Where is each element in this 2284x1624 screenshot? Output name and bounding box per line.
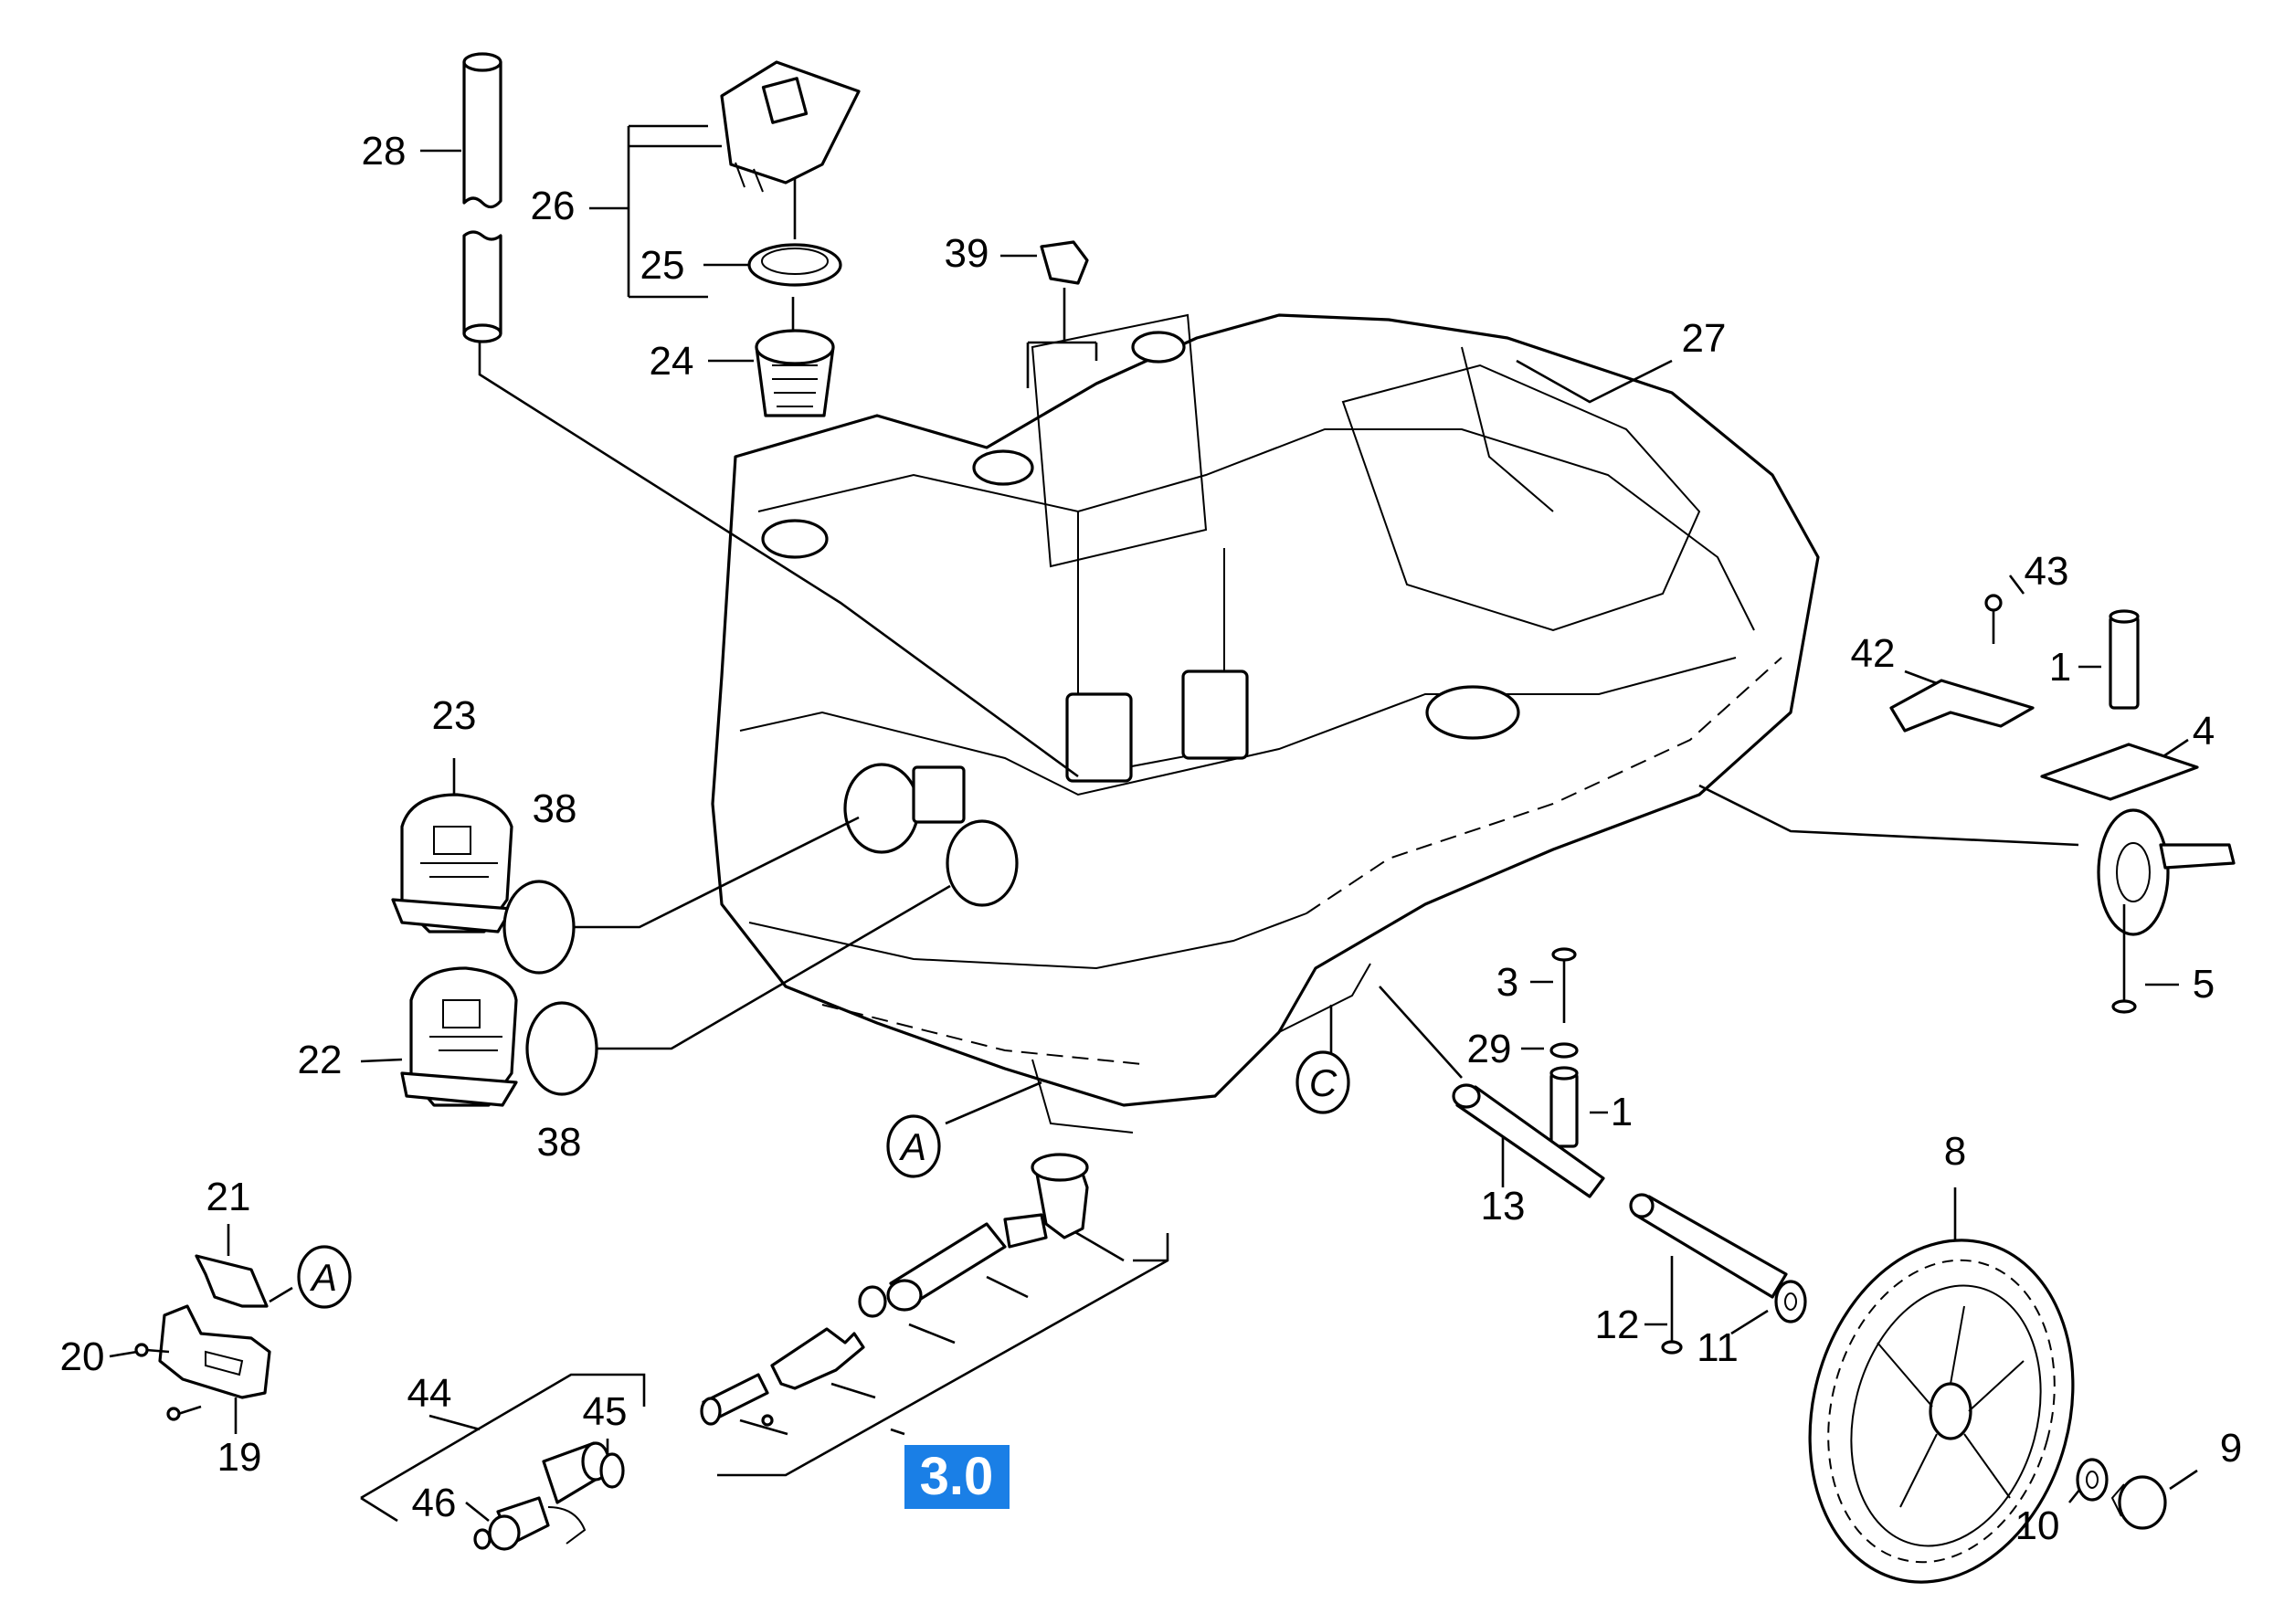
callout-45: 45 [583,1389,628,1434]
callout-5: 5 [2193,962,2215,1007]
callout-1-middle: 1 [1611,1090,1633,1134]
caster-part-4 [2040,743,2236,936]
callout-25: 25 [640,243,685,288]
screw-part-12 [1661,1256,1683,1355]
cap-part-26 [720,60,861,193]
washer-part-29 [1549,1042,1579,1059]
svg-text:A: A [898,1125,926,1168]
sleeve-part-1-middle [1549,1066,1579,1148]
callout-43: 43 [2025,549,2069,594]
callout-11: 11 [1697,1325,1739,1370]
leader-lines [109,124,2198,1523]
ref-circle-A2: A [297,1245,352,1309]
screw-part-43 [1984,594,2003,644]
bracket-part-42 [1889,679,2035,733]
svg-text:C: C [1309,1061,1338,1104]
coupling-part-44 [488,1441,610,1551]
o-ring-part-38-upper [502,880,576,975]
axle-part-13 [1452,1083,1605,1198]
o-ring-part-38-lower [525,1001,598,1096]
svg-text:3.0: 3.0 [920,1447,994,1506]
callout-9: 9 [2220,1426,2242,1471]
callout-44: 44 [407,1371,452,1416]
callout-21: 21 [206,1175,251,1219]
group-badge-3-0: 3.0 [904,1445,1010,1509]
washer-part-10 [2076,1458,2109,1502]
callout-46: 46 [412,1481,457,1525]
ref-circle-A1: A [886,1114,941,1178]
holder-part-19 [158,1304,271,1399]
callout-20: 20 [60,1334,105,1379]
clip-part-21 [195,1254,269,1308]
wheel-part-8 [1808,1239,2075,1584]
callout-10: 10 [2015,1503,2060,1548]
callout-labels: 28 26 25 24 39 27 43 42 1 4 5 23 38 22 3… [60,129,2243,1548]
callout-4: 4 [2193,709,2215,754]
callout-13: 13 [1481,1184,1526,1229]
callout-28: 28 [362,129,407,174]
fitting-part-22 [400,966,518,1107]
callout-39: 39 [945,231,989,276]
callout-1-right: 1 [2049,645,2071,690]
pipe-part-28 [462,52,502,343]
washer-part-11 [1774,1280,1807,1323]
callout-22: 22 [298,1038,343,1082]
callout-42: 42 [1851,631,1896,676]
ring-part-46 [473,1528,492,1550]
ref-circle-C: C [1295,1050,1350,1114]
callout-27: 27 [1682,316,1727,361]
callout-3: 3 [1496,960,1518,1005]
housing-part-27 [711,313,1820,1134]
seal-part-25 [747,243,842,287]
bolt-part-3 [1551,947,1577,1023]
callout-8: 8 [1944,1129,1966,1174]
bolt-part-5 [2111,904,2137,1014]
callout-26: 26 [531,184,576,228]
callout-38-upper: 38 [533,786,577,831]
callout-29: 29 [1467,1027,1512,1071]
callout-23: 23 [432,693,477,738]
ring-part-45 [599,1452,625,1489]
filter-part-24 [755,329,835,417]
callout-19: 19 [217,1435,262,1480]
hubcap-part-9 [2110,1475,2167,1530]
svg-text:A: A [309,1256,337,1299]
callout-12: 12 [1595,1302,1640,1347]
axle-part-13-second [1629,1193,1788,1299]
fitting-part-23 [391,793,513,933]
callout-24: 24 [650,339,694,384]
sleeve-part-1-right [2109,609,2140,710]
screw-part-20 [134,1343,202,1421]
clip-part-39 [1040,240,1089,285]
inlet-assembly-3-0 [700,1153,1089,1427]
callout-38-lower: 38 [537,1120,582,1165]
